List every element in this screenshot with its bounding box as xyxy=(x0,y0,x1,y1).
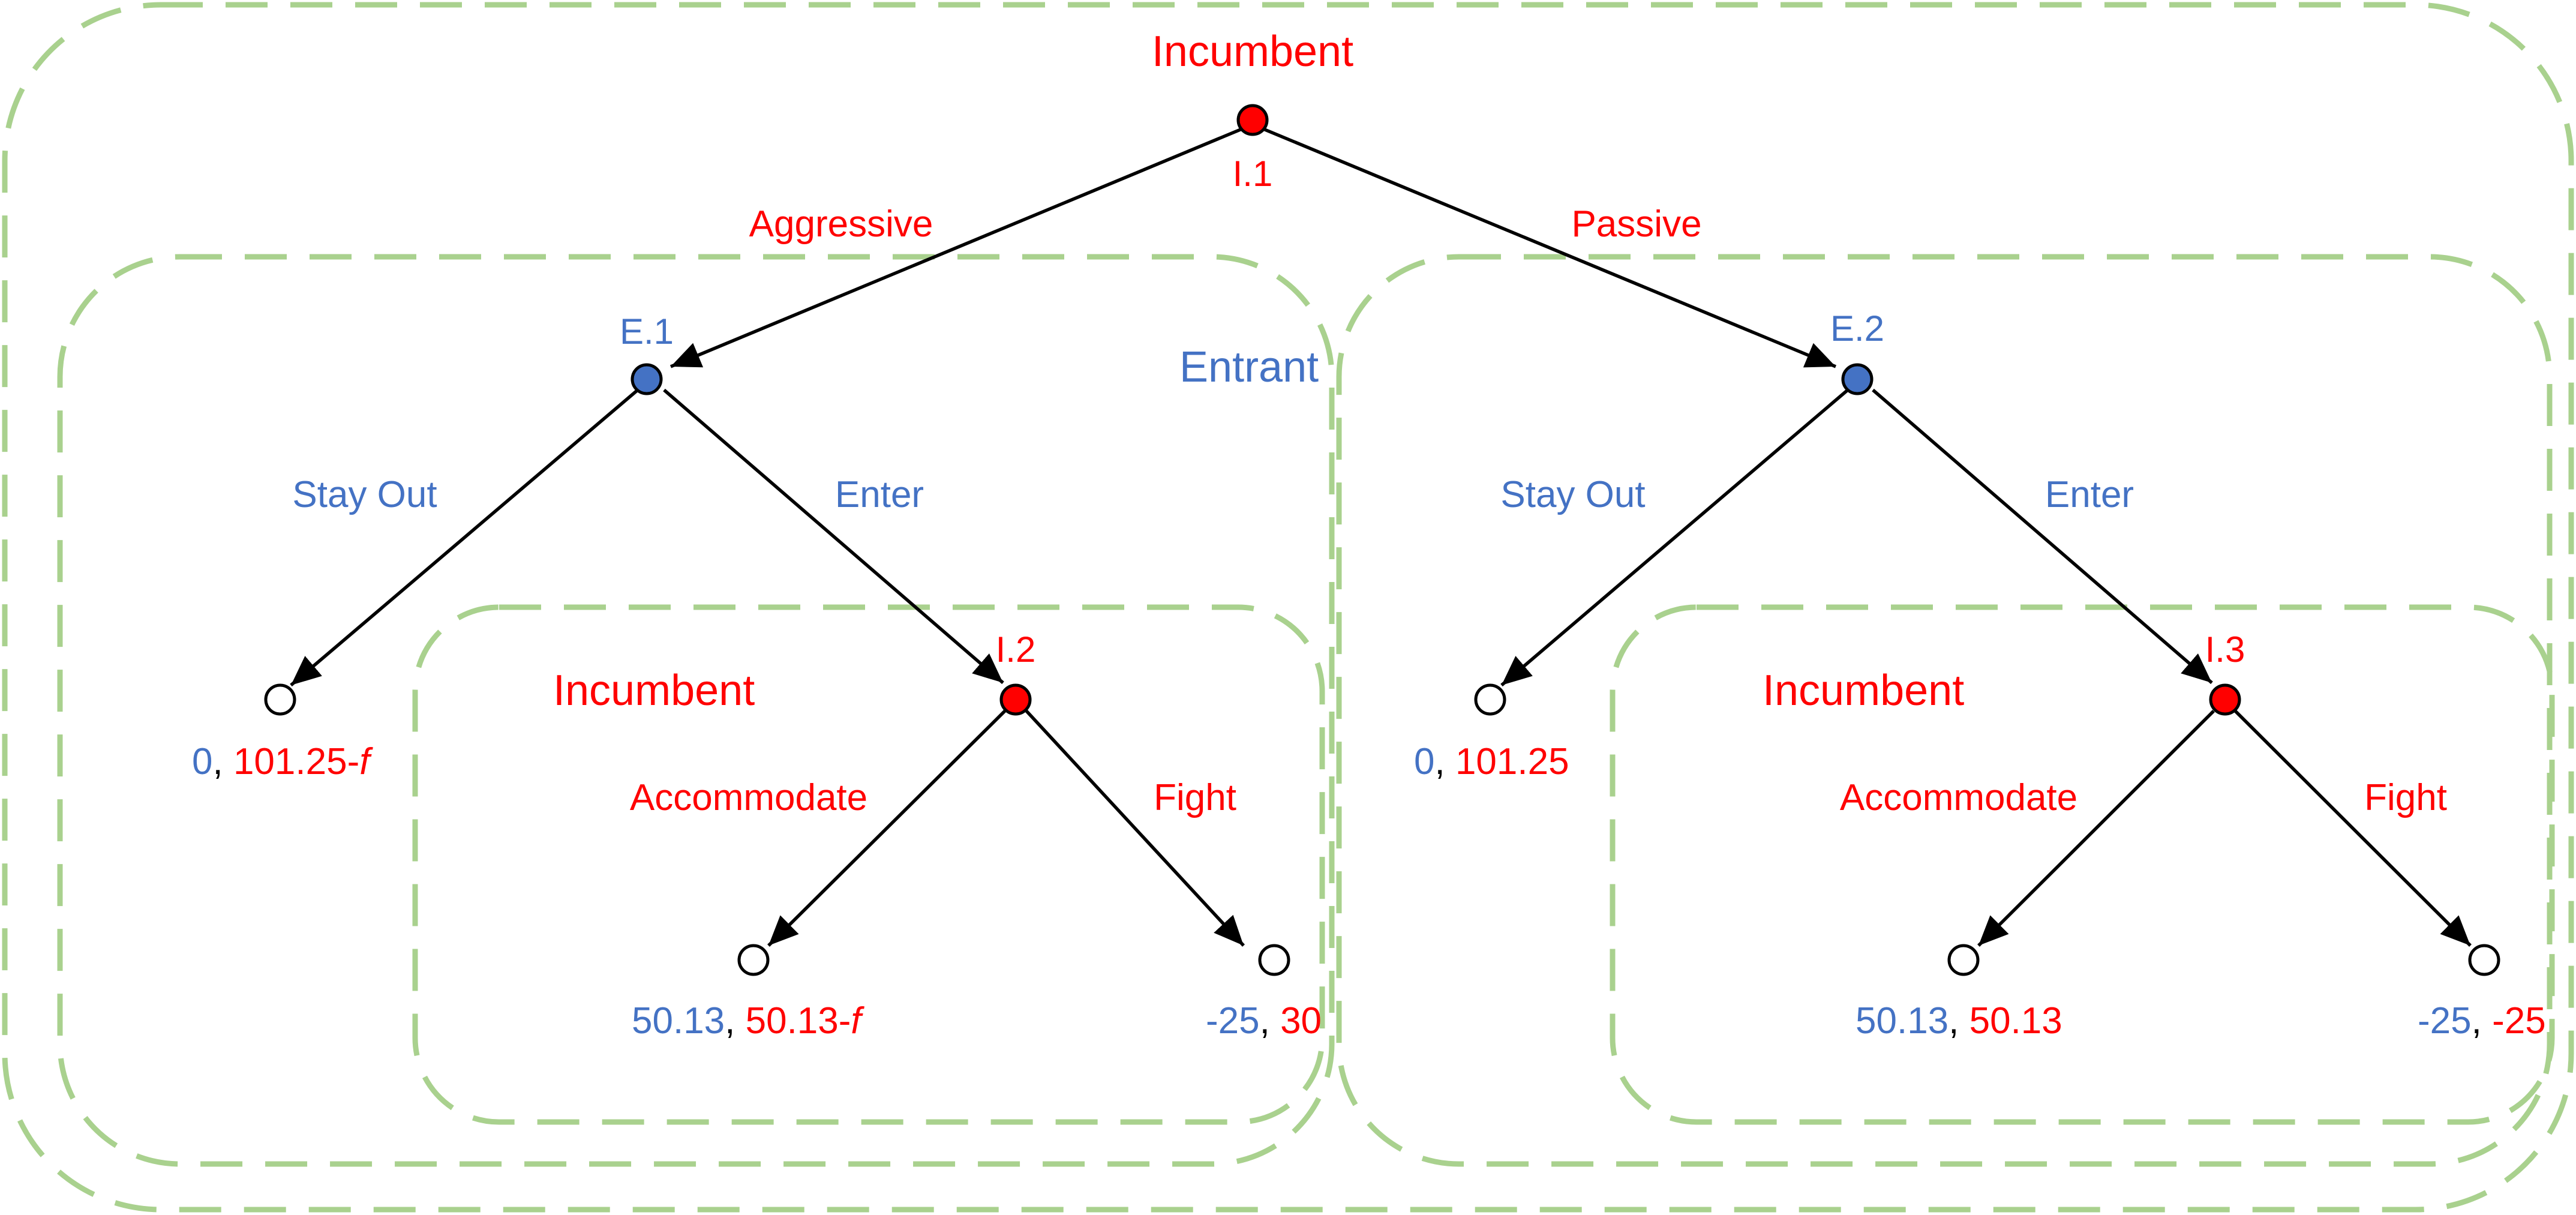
edge-stay-out-right xyxy=(1500,388,1849,687)
action-label-enter-right: Enter xyxy=(2045,474,2134,515)
decision-node-i2 xyxy=(999,683,1032,716)
terminal-node xyxy=(264,683,296,716)
decision-node-i1 xyxy=(1236,104,1269,136)
player-title-incumbent-left: Incumbent xyxy=(553,667,755,715)
payoff-incumbent-value: 101.25- xyxy=(233,741,359,782)
edge-passive xyxy=(1262,127,1837,368)
payoff-separator: , xyxy=(2472,1000,2492,1042)
payoff-entrant-value: 0 xyxy=(1414,741,1434,782)
payoff-incumbent-value: -25 xyxy=(2492,1000,2546,1042)
action-label-stay-out-right: Stay Out xyxy=(1500,474,1645,515)
action-label-accommodate-right: Accommodate xyxy=(1840,777,2077,818)
payoff-stay-out-aggressive: 0, 101.25-f xyxy=(192,741,373,782)
action-label-enter-left: Enter xyxy=(835,474,924,515)
payoff-incumbent-value: 50.13 xyxy=(1969,1000,2062,1042)
terminal-node xyxy=(1947,944,1980,976)
node-label-i2: I.2 xyxy=(996,629,1036,670)
action-label-accommodate-left: Accommodate xyxy=(630,777,867,818)
payoff-incumbent-value: 50.13- xyxy=(746,1000,851,1042)
action-label-fight-right: Fight xyxy=(2364,777,2447,818)
node-label-i3: I.3 xyxy=(2205,629,2245,670)
payoff-separator: , xyxy=(1948,1000,1969,1042)
payoff-fight-aggressive: -25, 30 xyxy=(1206,1000,1322,1042)
edge-stay-out-left xyxy=(290,388,639,687)
node-label-e1: E.1 xyxy=(620,311,674,352)
terminal-node xyxy=(1258,944,1290,976)
payoff-separator: , xyxy=(1434,741,1455,782)
payoff-separator: , xyxy=(212,741,233,782)
subgame-box-incumbent-right xyxy=(1610,604,2555,1125)
edge-fight-right xyxy=(2234,710,2472,947)
action-label-stay-out-left: Stay Out xyxy=(292,474,437,515)
edge-accommodate-right xyxy=(1977,710,2215,947)
payoff-accommodate-passive: 50.13, 50.13 xyxy=(1856,1000,2062,1042)
payoff-incumbent-variable: f xyxy=(359,741,373,782)
payoff-incumbent-variable: f xyxy=(851,1000,864,1042)
player-title-entrant: Entrant xyxy=(1179,343,1319,391)
action-label-passive: Passive xyxy=(1571,203,1701,245)
terminal-node xyxy=(1474,683,1506,716)
decision-node-e2 xyxy=(1841,363,1874,395)
payoff-entrant-value: -25 xyxy=(1206,1000,1260,1042)
payoff-entrant-value: 50.13 xyxy=(632,1000,725,1042)
action-label-aggressive: Aggressive xyxy=(749,203,933,245)
payoff-separator: , xyxy=(1260,1000,1280,1042)
payoff-stay-out-passive: 0, 101.25 xyxy=(1414,741,1569,782)
edge-enter-right xyxy=(1872,388,2213,685)
edge-fight-left xyxy=(1025,710,1245,947)
terminal-node xyxy=(2468,944,2500,976)
payoff-entrant-value: 50.13 xyxy=(1856,1000,1948,1042)
edge-accommodate-left xyxy=(767,710,1006,947)
edge-aggressive xyxy=(669,127,1243,368)
payoff-separator: , xyxy=(725,1000,745,1042)
decision-node-i3 xyxy=(2209,683,2241,716)
edge-enter-left xyxy=(663,388,1004,685)
subgame-box-incumbent-left xyxy=(412,604,1325,1125)
decision-node-e1 xyxy=(631,363,663,395)
node-label-e2: E.2 xyxy=(1830,308,1884,349)
player-title-incumbent-root: Incumbent xyxy=(1152,28,1353,76)
payoff-incumbent-value: 30 xyxy=(1280,1000,1322,1042)
node-label-i1: I.1 xyxy=(1233,154,1273,194)
payoff-accommodate-aggressive: 50.13, 50.13-f xyxy=(632,1000,864,1042)
payoff-entrant-value: 0 xyxy=(192,741,212,782)
payoff-entrant-value: -25 xyxy=(2418,1000,2472,1042)
payoff-incumbent-value: 101.25 xyxy=(1455,741,1569,782)
terminal-node xyxy=(737,944,770,976)
player-title-incumbent-right: Incumbent xyxy=(1763,667,1964,715)
payoff-fight-passive: -25, -25 xyxy=(2418,1000,2546,1042)
subgame-box-entrant-left xyxy=(57,254,1335,1167)
action-label-fight-left: Fight xyxy=(1154,777,1236,818)
